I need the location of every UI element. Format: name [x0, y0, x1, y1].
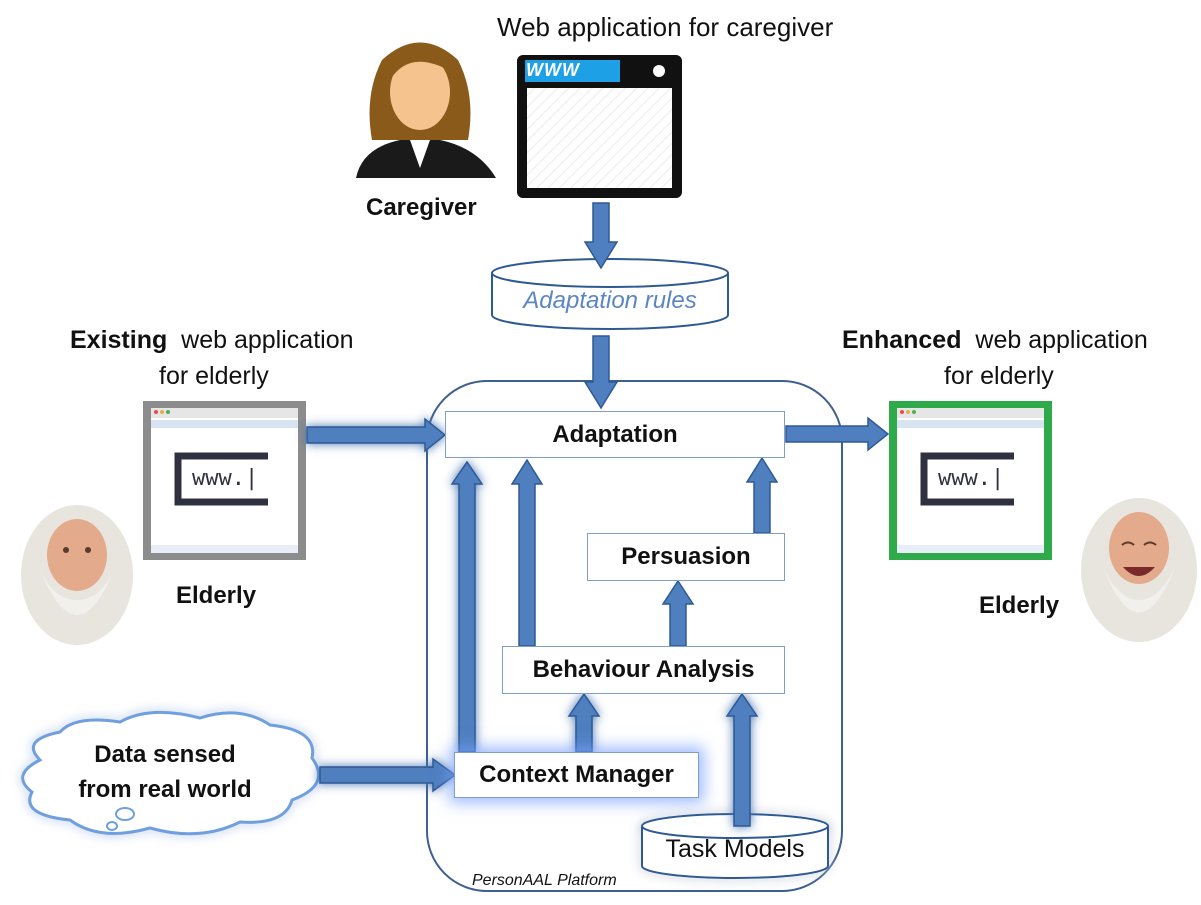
existing-app-title: Existing web application — [70, 325, 354, 355]
arrow-context-to-adaptation — [450, 460, 484, 753]
enhanced-app-title: Enhanced web application — [842, 325, 1148, 355]
adaptation-box: Adaptation — [445, 411, 785, 458]
platform-container — [426, 380, 843, 892]
arrow-taskmodels-to-behaviour — [725, 692, 759, 827]
arrow-webapp-to-rules — [583, 202, 619, 270]
sensed-line2: from real world — [78, 776, 252, 803]
caregiver-webapp-label: Web application for caregiver — [497, 12, 834, 42]
existing-elderly-label: Elderly — [176, 582, 257, 609]
task-models-label: Task Models — [665, 835, 805, 863]
adaptation-rules-label: Adaptation rules — [523, 287, 697, 314]
adaptation-rules-cylinder — [491, 258, 729, 330]
arrow-context-to-behaviour — [567, 692, 601, 753]
arrow-rules-to-adaptation — [583, 335, 619, 410]
sensed-line1: Data sensed — [94, 741, 236, 768]
data-sensed-cloud — [21, 710, 321, 836]
caregiver-avatar — [356, 42, 496, 178]
existing-title-rest: web application — [181, 326, 354, 354]
arrow-existing-to-adaptation — [306, 417, 447, 453]
caregiver-browser-window — [517, 55, 682, 198]
platform-label: PersonAAL Platform — [472, 872, 617, 889]
enhanced-app-window — [889, 401, 1052, 560]
arrow-behaviour-to-persuasion — [661, 579, 695, 647]
existing-url-text: www.| — [192, 466, 259, 491]
arrow-persuasion-to-adaptation — [745, 456, 779, 534]
existing-title-bold: Existing — [70, 326, 168, 354]
arrow-adaptation-to-enhanced — [785, 416, 890, 452]
enhanced-title-rest: web application — [975, 326, 1148, 354]
arrow-behaviour-to-adaptation — [510, 458, 544, 647]
behaviour-analysis-box: Behaviour Analysis — [502, 646, 785, 694]
elderly-face-neutral — [21, 505, 133, 645]
existing-app-window — [143, 401, 306, 560]
caregiver-label: Caregiver — [366, 194, 477, 221]
www-badge: WWW — [526, 60, 580, 80]
existing-app-title-line2: for elderly — [159, 362, 269, 390]
enhanced-url-text: www.| — [938, 466, 1005, 491]
context-manager-box: Context Manager — [454, 752, 699, 798]
arrow-cloud-to-context — [319, 757, 457, 793]
enhanced-title-bold: Enhanced — [842, 326, 962, 354]
persuasion-box: Persuasion — [587, 533, 785, 581]
enhanced-app-title-line2: for elderly — [944, 362, 1054, 390]
enhanced-elderly-label: Elderly — [979, 592, 1060, 619]
elderly-face-smiling — [1081, 498, 1197, 642]
